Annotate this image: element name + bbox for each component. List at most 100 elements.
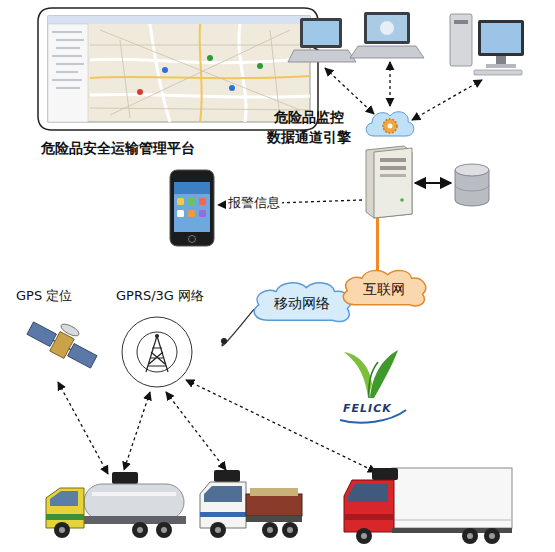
flatbed-truck [210, 522, 226, 538]
phone-icon [174, 182, 210, 232]
platform-callout [56, 63, 84, 64]
server-icon [400, 198, 404, 202]
flatbed-truck [282, 522, 298, 538]
tanker-truck [112, 472, 138, 484]
desktop-icon [486, 64, 516, 68]
box-truck [484, 528, 500, 544]
tower-icon [146, 336, 168, 372]
phone-icon [174, 182, 210, 194]
dashed-link [124, 392, 150, 470]
flatbed-truck [214, 470, 240, 482]
flatbed-truck [200, 512, 246, 517]
flatbed-truck [200, 470, 302, 538]
tanker-truck [156, 522, 172, 538]
node-text: 互联网 [363, 281, 405, 299]
laptop-icon [350, 46, 424, 58]
platform-callout [56, 39, 84, 40]
cloud-gear-icon [388, 124, 393, 129]
phone-icon [199, 210, 206, 217]
laptop-icon [367, 15, 407, 41]
satellite-icon [68, 344, 98, 369]
database-icon [455, 164, 489, 176]
satellite-icon [59, 322, 80, 338]
cloud-gear-icon [366, 112, 414, 136]
phone-icon [177, 198, 184, 205]
box-truck [392, 520, 512, 521]
tower-icon [122, 317, 192, 387]
platform-callout [150, 24, 170, 122]
logo-text: FELICK [343, 402, 392, 415]
phone-icon [189, 236, 196, 243]
tanker-truck [84, 516, 186, 524]
engine-server: 危险品监控 数据通道引擎 [262, 106, 417, 218]
platform-callout [48, 16, 310, 24]
tanker-truck [50, 491, 78, 506]
platform-callout [48, 16, 310, 122]
edge-label: 报警信息 [226, 194, 282, 212]
connector [222, 309, 254, 346]
platform-callout [200, 24, 202, 122]
flatbed-truck [215, 527, 221, 533]
phone-icon [177, 210, 184, 217]
phone-icon [188, 210, 195, 217]
server-icon [380, 166, 406, 170]
database-icon [455, 164, 489, 206]
desktop-icon [450, 14, 472, 66]
tower-icon [137, 332, 177, 372]
platform-callout [100, 30, 300, 110]
box-truck [489, 533, 495, 539]
platform-callout [90, 30, 310, 118]
box-truck [344, 514, 394, 520]
dashed-link [58, 382, 108, 474]
box-truck [392, 468, 512, 528]
node-text: GPRS/3G 网络 [116, 287, 226, 305]
box-truck [356, 528, 372, 544]
box-truck [372, 468, 398, 480]
logo-icon [369, 362, 378, 398]
platform-callout [120, 40, 130, 118]
box-truck [467, 533, 473, 539]
platform-callout [52, 31, 82, 32]
platform-callout [48, 24, 88, 122]
tower-icon [155, 334, 159, 338]
flatbed-truck [204, 486, 242, 502]
desktop-icon [474, 70, 522, 75]
tanker-truck [46, 488, 84, 528]
dashed-link [412, 80, 482, 120]
platform-callout [90, 45, 310, 46]
platform-callout [90, 24, 310, 122]
server-icon [366, 146, 412, 218]
node-text: 移动网络 [274, 295, 330, 313]
node-text: 危险品监控 数据通道引擎 [266, 108, 351, 147]
platform-callout [52, 55, 82, 56]
tower-icon [122, 317, 192, 387]
desktop-icon [454, 20, 468, 24]
phone-icon [170, 170, 214, 246]
cloud-gear-icon [383, 119, 397, 133]
server-icon [374, 148, 412, 218]
database-icon [455, 185, 489, 191]
tanker-truck [92, 492, 176, 496]
box-truck [361, 533, 367, 539]
laptop-icon [350, 12, 424, 58]
platform-callout [270, 30, 280, 118]
box-truck [348, 484, 388, 502]
dashed-link [325, 62, 482, 120]
tanker-truck [59, 527, 65, 533]
satellite-icon [50, 332, 74, 359]
platform-callout [56, 87, 80, 88]
laptop-icon [288, 50, 356, 62]
laptop-icon [380, 21, 394, 35]
server-icon [366, 146, 412, 218]
phone-icon [170, 170, 214, 246]
flatbed-truck [267, 527, 273, 533]
logo-icon [340, 350, 406, 423]
network-cloud: 互联网 [338, 266, 430, 310]
platform-callout [110, 30, 290, 115]
server-icon [380, 158, 406, 162]
box-truck [344, 468, 512, 544]
tanker-truck [46, 472, 186, 538]
platform-callout [239, 24, 246, 122]
